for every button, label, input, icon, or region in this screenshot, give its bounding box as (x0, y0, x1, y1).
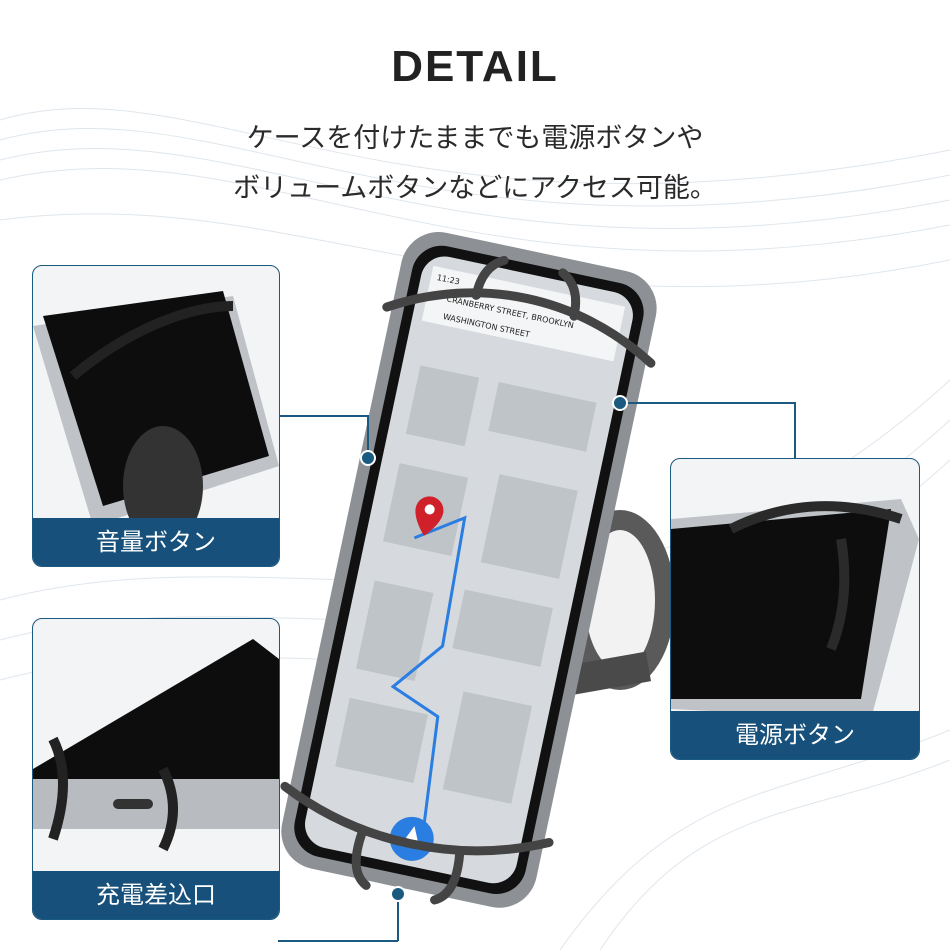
connector-power (620, 402, 795, 404)
connector-power-vertical (794, 402, 796, 458)
callout-label: 電源ボタン (671, 711, 919, 759)
volume-point-dot (360, 450, 376, 466)
charging-port-closeup-photo (33, 619, 279, 919)
connector-volume-vertical (367, 415, 369, 457)
map-route (390, 515, 467, 837)
connector-charge (278, 940, 398, 942)
map-pin-center (424, 504, 435, 515)
callout-volume-button: 音量ボタン (32, 265, 280, 567)
charge-point-dot (390, 886, 406, 902)
connector-volume (278, 415, 368, 417)
power-point-dot (612, 395, 628, 411)
page-title: DETAIL (391, 42, 559, 91)
subtitle-line-1: ケースを付けたままでも電源ボタンや (246, 123, 704, 154)
silicone-strap (280, 255, 656, 905)
callout-charging-port: 充電差込口 (32, 618, 280, 920)
callout-label: 音量ボタン (33, 518, 279, 566)
volume-button-closeup-photo (33, 266, 279, 566)
connector-charge-vertical (397, 893, 399, 941)
phone-screen-map: 11:23 CRANBERRY STREET, BROOKLYN WASHING… (304, 256, 633, 884)
map-pin-icon (415, 496, 444, 536)
subtitle-line-2: ボリュームボタンなどにアクセス可能。 (233, 173, 717, 204)
callout-label: 充電差込口 (33, 871, 279, 919)
callout-power-button: 電源ボタン (670, 458, 920, 760)
power-button-closeup-photo (671, 459, 919, 759)
